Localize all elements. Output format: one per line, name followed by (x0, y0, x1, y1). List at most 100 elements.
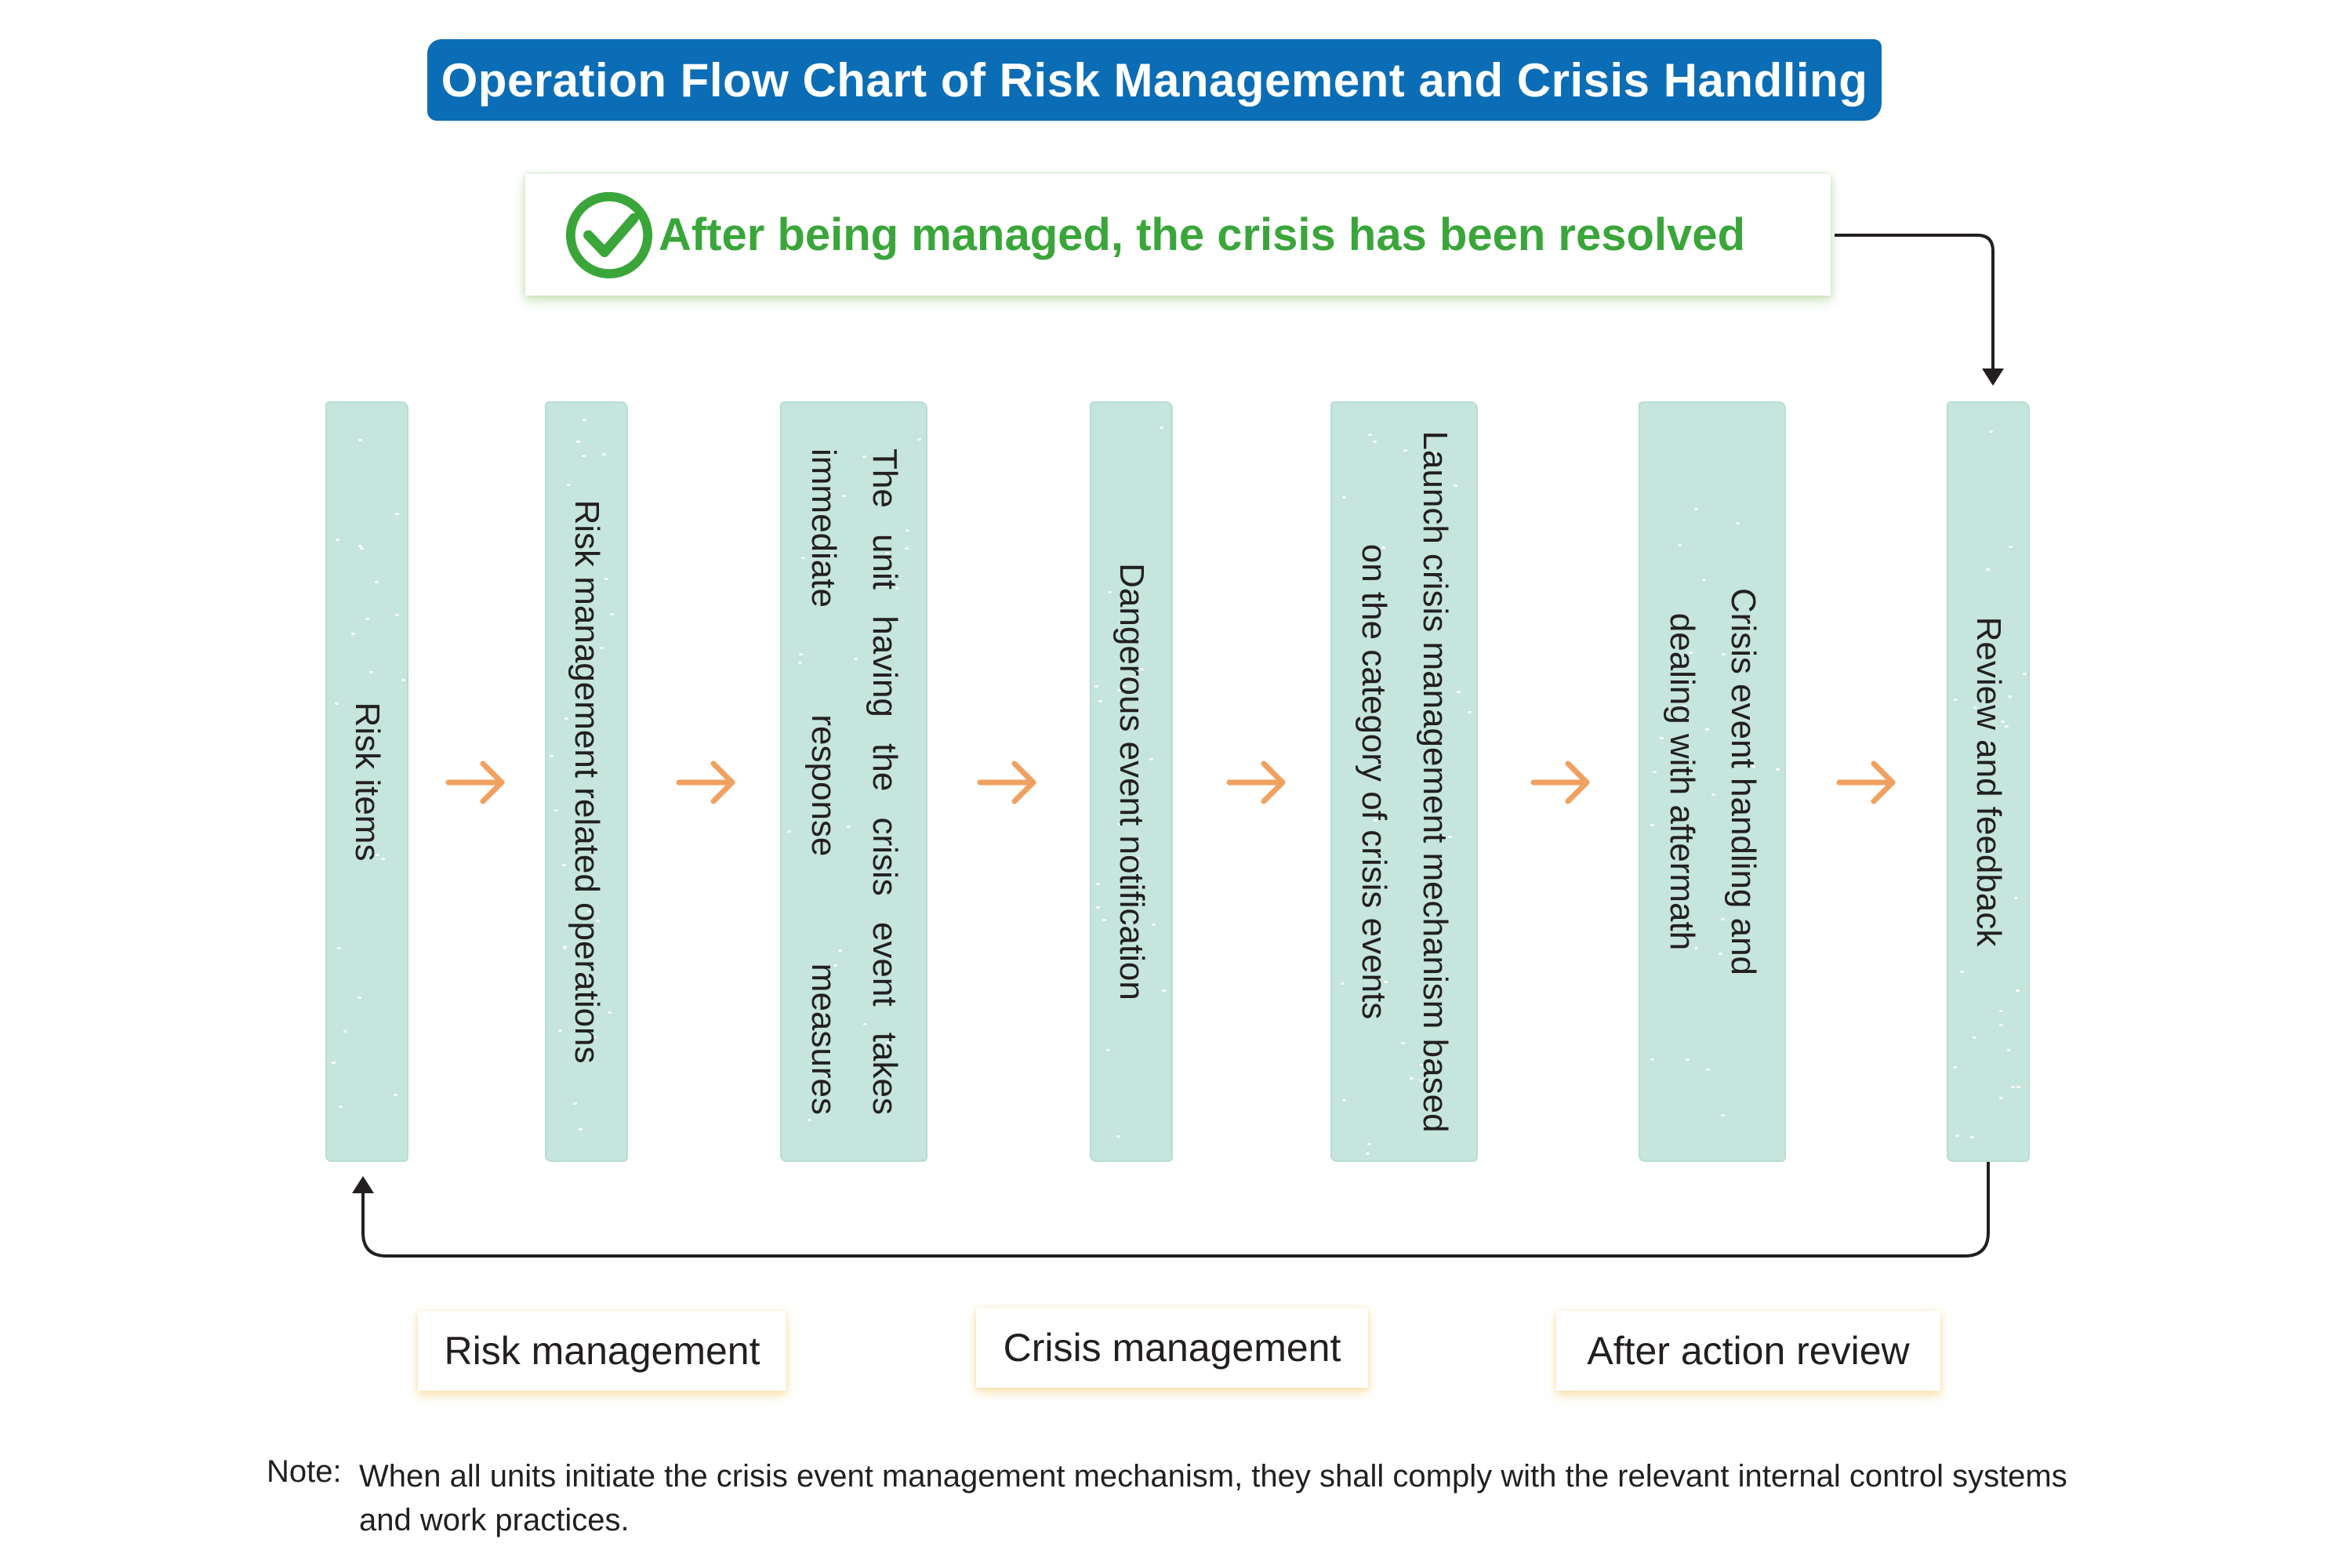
step-risk-management-operations: Risk management related operations (545, 401, 628, 1162)
texture-speck (1374, 819, 1377, 822)
texture-speck (2005, 725, 2009, 728)
texture-speck (1670, 719, 1674, 721)
texture-speck (579, 1128, 583, 1131)
texture-speck (2016, 1086, 2020, 1088)
texture-speck (2014, 897, 2018, 899)
arrow-right-icon (445, 760, 505, 804)
texture-speck (401, 679, 405, 681)
texture-speck (1432, 452, 1436, 454)
texture-speck (1653, 771, 1657, 773)
texture-speck (376, 854, 379, 856)
texture-speck (608, 1011, 612, 1014)
step-crisis-handling-aftermath: Crisis event handling and dealing with a… (1639, 401, 1786, 1162)
texture-speck (1999, 1010, 2003, 1012)
texture-speck (1381, 546, 1385, 549)
step-label: Risk items (348, 702, 387, 862)
texture-speck (564, 717, 568, 720)
texture-speck (1953, 1066, 1957, 1069)
stage-after-action-review: After action review (1556, 1311, 1940, 1391)
texture-speck (885, 552, 889, 554)
texture-speck (394, 1094, 397, 1096)
texture-speck (2008, 695, 2012, 698)
texture-speck (550, 755, 554, 757)
texture-speck (1706, 1069, 1710, 1071)
texture-speck (1410, 1077, 1414, 1080)
texture-speck (1457, 691, 1461, 693)
stage-risk-management: Risk management (418, 1311, 786, 1391)
texture-speck (587, 910, 591, 913)
texture-speck (1367, 1143, 1371, 1145)
texture-speck (1134, 861, 1138, 863)
texture-speck (586, 748, 590, 750)
texture-speck (596, 920, 600, 922)
texture-speck (1152, 924, 1156, 926)
texture-speck (375, 581, 379, 583)
texture-speck (360, 547, 364, 550)
texture-speck (1160, 426, 1163, 429)
texture-speck (1751, 765, 1755, 768)
texture-speck (558, 1029, 562, 1032)
texture-speck (1368, 434, 1372, 436)
stage-crisis-management: Crisis management (976, 1308, 1368, 1388)
texture-speck (1123, 685, 1127, 688)
texture-speck (2016, 989, 2020, 992)
texture-speck (1106, 1049, 1110, 1051)
resolved-box: After being managed, the crisis has been… (525, 174, 1831, 296)
texture-speck (1736, 522, 1740, 524)
texture-speck (1454, 485, 1457, 487)
step-risk-items: Risk items (325, 401, 408, 1162)
texture-speck (1960, 971, 1964, 973)
texture-speck (1955, 1134, 1959, 1137)
texture-speck (906, 529, 909, 532)
texture-speck (339, 1105, 343, 1108)
texture-speck (1973, 706, 1977, 709)
texture-speck (833, 964, 837, 967)
texture-speck (862, 456, 866, 458)
texture-speck (1468, 711, 1472, 713)
texture-speck (2023, 673, 2027, 675)
texture-speck (1694, 508, 1698, 510)
texture-speck (1776, 768, 1780, 771)
texture-speck (889, 847, 893, 849)
texture-speck (1401, 1042, 1405, 1044)
texture-speck (1686, 1058, 1690, 1061)
texture-speck (1365, 891, 1369, 894)
resolved-text: After being managed, the crisis has been… (659, 209, 1745, 260)
texture-speck (2007, 1049, 2011, 1051)
texture-speck (351, 633, 355, 635)
texture-speck (838, 949, 842, 952)
texture-speck (602, 453, 606, 456)
texture-speck (887, 1041, 891, 1044)
texture-speck (1448, 836, 1452, 838)
texture-speck (1689, 652, 1693, 654)
texture-speck (1384, 981, 1388, 983)
texture-speck (563, 946, 567, 948)
note-label: Note: (267, 1454, 342, 1489)
texture-speck (1137, 900, 1141, 902)
texture-speck (337, 947, 341, 949)
step-review-feedback: Review and feedback (1947, 401, 2030, 1162)
texture-speck (1342, 1099, 1346, 1102)
texture-speck (554, 809, 558, 811)
texture-speck (2011, 1086, 2015, 1088)
arrow-right-icon (1226, 760, 1286, 804)
texture-speck (1970, 1136, 1974, 1138)
texture-speck (365, 618, 369, 620)
step-immediate-response: The unit having the crisis event takes i… (780, 401, 927, 1162)
texture-speck (1366, 1152, 1370, 1155)
texture-speck (1341, 982, 1345, 985)
texture-speck (358, 741, 361, 743)
note-text: When all units initiate the crisis event… (359, 1459, 2067, 1537)
texture-speck (356, 782, 360, 784)
texture-speck (1989, 430, 1993, 433)
texture-speck (563, 947, 567, 949)
texture-speck (1999, 1097, 2003, 1099)
texture-speck (1096, 883, 1100, 885)
texture-speck (332, 1062, 336, 1064)
texture-speck (1403, 449, 1407, 452)
texture-speck (1973, 1036, 1976, 1039)
texture-speck (847, 826, 851, 828)
texture-speck (1162, 989, 1166, 992)
step-label: Dangerous event notification (1112, 563, 1151, 1000)
